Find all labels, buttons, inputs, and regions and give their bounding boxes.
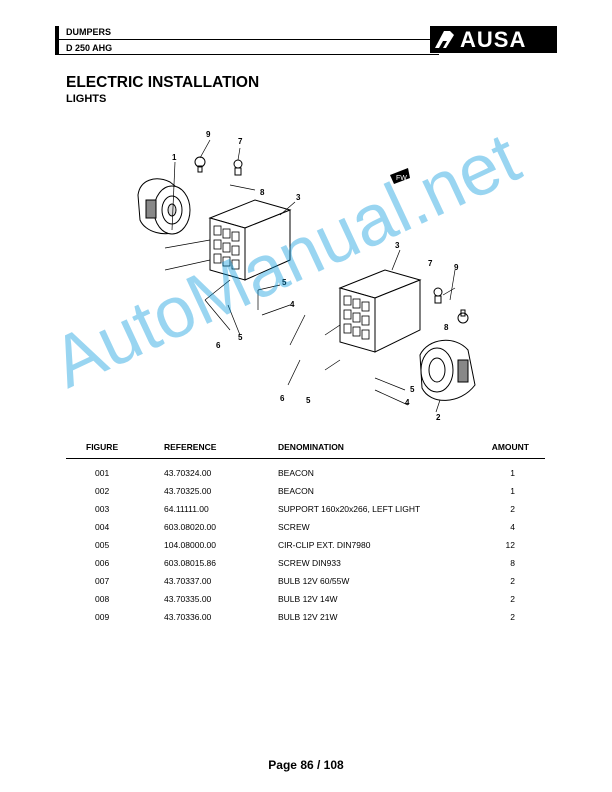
ausa-logo: AUSA [430, 26, 557, 53]
cell-reference: 43.70337.00 [164, 576, 212, 586]
callout-label: 5 [282, 278, 287, 287]
cell-amount: 4 [510, 522, 515, 532]
col-reference-header: REFERENCE [164, 440, 278, 459]
cell-reference: 43.70324.00 [164, 468, 212, 478]
table-header-row: FIGURE REFERENCE DENOMINATION AMOUNT [66, 440, 545, 459]
cell-amount: 2 [510, 594, 515, 604]
callout-label: 5 [306, 396, 311, 405]
callout-label: 3 [395, 241, 400, 250]
callout-label: 6 [216, 341, 221, 350]
ausa-logo-icon [435, 31, 454, 48]
col-amount-header: AMOUNT [490, 440, 545, 459]
cell-denomination: BEACON [278, 486, 314, 496]
forward-arrow-icon: FW [390, 168, 410, 184]
cell-reference: 64.11111.00 [164, 504, 209, 514]
left-beacon-drawing [137, 178, 191, 235]
cell-reference: 43.70336.00 [164, 612, 212, 622]
callout-label: 3 [296, 193, 301, 202]
logo-text: AUSA [460, 27, 527, 52]
cell-figure: 007 [95, 576, 110, 586]
cell-reference: 603.08020.00 [164, 522, 216, 532]
cell-denomination: SCREW [278, 522, 310, 532]
callout-label: 1 [172, 153, 177, 162]
callout-label: 4 [405, 398, 410, 407]
cell-figure: 009 [95, 612, 110, 622]
callout-label: 4 [290, 300, 295, 309]
cell-amount: 2 [510, 612, 515, 622]
cell-reference: 104.08000.00 [164, 540, 216, 550]
exploded-parts-diagram: FW 1 9 7 8 3 5 4 6 5 3 7 9 8 5 4 6 5 2 [137, 130, 476, 422]
cell-figure: 001 [95, 468, 110, 478]
cell-figure: 003 [95, 504, 110, 514]
right-support-drawing [338, 269, 422, 353]
page-number: Page 86 / 108 [268, 758, 344, 772]
cell-reference: 43.70325.00 [164, 486, 212, 496]
col-figure-header: FIGURE [66, 440, 164, 459]
parts-table: FIGURE REFERENCE DENOMINATION AMOUNT 001… [66, 440, 545, 626]
table-row: 006 603.08015.86 SCREW DIN933 8 [66, 554, 545, 572]
callout-label: 7 [238, 137, 243, 146]
screw-and-leader-drawings [164, 139, 456, 413]
callout-label: 7 [428, 259, 433, 268]
cell-denomination: BULB 12V 21W [278, 612, 338, 622]
cell-denomination: SUPPORT 160x20x266, LEFT LIGHT [278, 504, 421, 514]
cell-amount: 2 [510, 576, 515, 586]
callout-label: 8 [444, 323, 449, 332]
callout-label: 9 [206, 130, 211, 139]
callout-label: 8 [260, 188, 265, 197]
cell-amount: 2 [510, 504, 515, 514]
cell-amount: 1 [510, 468, 515, 478]
cell-reference: 603.08015.86 [164, 558, 216, 568]
header-rule-bottom [59, 54, 439, 55]
diagram-callouts: 1 9 7 8 3 5 4 6 5 3 7 9 8 5 4 6 5 2 [172, 130, 459, 422]
cell-denomination: BEACON [278, 468, 314, 478]
header-model: D 250 AHG [66, 43, 113, 53]
table-row: 007 43.70337.00 BULB 12V 60/55W 2 [66, 572, 545, 590]
table-row: 003 64.11111.00 SUPPORT 160x20x266, LEFT… [66, 500, 545, 518]
table-row: 008 43.70335.00 BULB 12V 14W 2 [66, 590, 545, 608]
table-row: 009 43.70336.00 BULB 12V 21W 2 [66, 608, 545, 626]
table-row: 002 43.70325.00 BEACON 1 [66, 482, 545, 500]
table-row: 004 603.08020.00 SCREW 4 [66, 518, 545, 536]
bulb-drawings [194, 156, 469, 324]
cell-figure: 008 [95, 594, 110, 604]
cell-figure: 006 [95, 558, 110, 568]
table-row: 001 43.70324.00 BEACON 1 [66, 459, 545, 483]
callout-label: 5 [410, 385, 415, 394]
page-subtitle: LIGHTS [66, 93, 107, 105]
cell-denomination: BULB 12V 60/55W [278, 576, 350, 586]
cell-denomination: BULB 12V 14W [278, 594, 338, 604]
cell-reference: 43.70335.00 [164, 594, 212, 604]
header-category: DUMPERS [66, 27, 112, 37]
cell-figure: 005 [95, 540, 110, 550]
page-title: ELECTRIC INSTALLATION [66, 74, 260, 91]
header-rule-top [59, 39, 557, 40]
callout-label: 5 [238, 333, 243, 342]
callout-label: 9 [454, 263, 459, 272]
right-beacon-drawing [419, 339, 476, 401]
left-support-drawing [208, 199, 292, 281]
col-denomination-header: DENOMINATION [278, 440, 490, 459]
cell-figure: 002 [95, 486, 110, 496]
svg-text:FW: FW [396, 175, 407, 182]
header-bar [55, 26, 59, 55]
callout-label: 2 [436, 413, 441, 422]
cell-amount: 12 [505, 540, 515, 550]
cell-denomination: CIR-CLIP EXT. DIN7980 [278, 540, 371, 550]
cell-amount: 1 [510, 486, 515, 496]
cell-amount: 8 [510, 558, 515, 568]
cell-denomination: SCREW DIN933 [278, 558, 341, 568]
callout-label: 6 [280, 394, 285, 403]
table-row: 005 104.08000.00 CIR-CLIP EXT. DIN7980 1… [66, 536, 545, 554]
cell-figure: 004 [95, 522, 110, 532]
